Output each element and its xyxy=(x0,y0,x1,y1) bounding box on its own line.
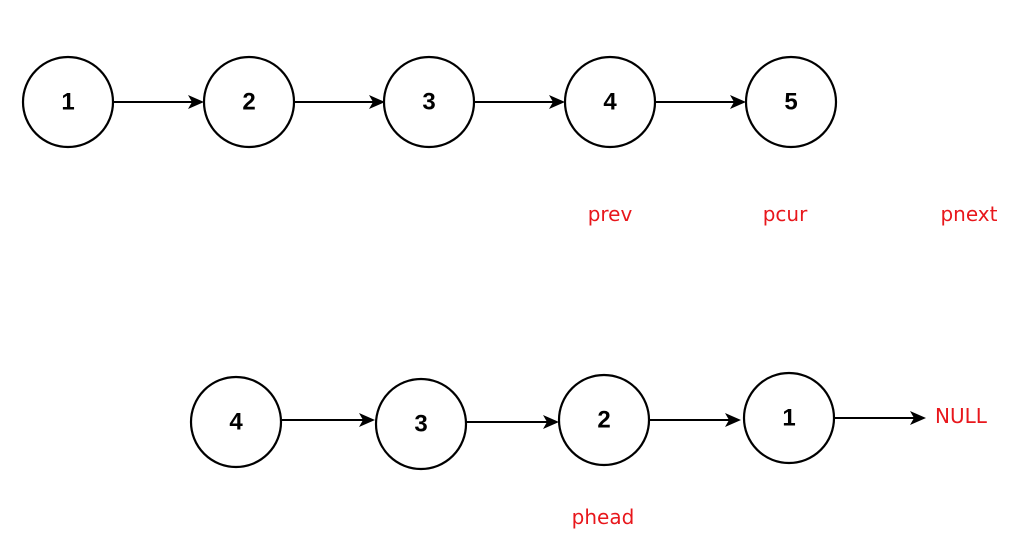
top-edge-1-2 xyxy=(113,95,204,109)
top-node-1-value: 1 xyxy=(61,89,74,116)
bottom-edge-4-3 xyxy=(282,413,375,427)
top-node-4: 4 xyxy=(563,55,657,149)
top-node-2: 2 xyxy=(202,55,296,149)
pointer-pnext-label: pnext xyxy=(940,202,997,226)
top-node-2-value: 2 xyxy=(242,89,255,116)
bottom-edge-2-1 xyxy=(648,413,741,427)
top-node-4-value: 4 xyxy=(603,89,617,116)
bottom-node-4-value: 4 xyxy=(229,409,243,436)
top-edge-2-3 xyxy=(294,95,385,109)
pointer-prev-label: prev xyxy=(588,202,633,226)
bottom-edge-3-2 xyxy=(466,415,559,429)
top-edge-4-5 xyxy=(655,95,746,109)
bottom-node-4: 4 xyxy=(189,375,283,469)
top-list: 1 2 3 4 5 xyxy=(21,55,838,149)
top-node-1: 1 xyxy=(21,55,115,149)
top-node-3: 3 xyxy=(382,55,476,149)
bottom-list: 4 3 2 1 NULL xyxy=(189,371,988,471)
bottom-node-1-value: 1 xyxy=(782,405,795,432)
bottom-node-3: 3 xyxy=(374,377,468,471)
top-node-5-value: 5 xyxy=(784,89,797,116)
top-node-5: 5 xyxy=(744,55,838,149)
top-node-3-value: 3 xyxy=(422,89,435,116)
pointer-phead-label: phead xyxy=(572,505,635,529)
top-edge-3-4 xyxy=(474,95,565,109)
pointer-pcur-label: pcur xyxy=(763,202,808,226)
bottom-node-1: 1 xyxy=(742,371,836,465)
bottom-node-2: 2 xyxy=(557,373,651,467)
bottom-node-2-value: 2 xyxy=(597,407,610,434)
bottom-edge-1-null xyxy=(834,411,926,425)
bottom-node-3-value: 3 xyxy=(414,411,427,438)
null-terminal-label: NULL xyxy=(935,404,988,428)
